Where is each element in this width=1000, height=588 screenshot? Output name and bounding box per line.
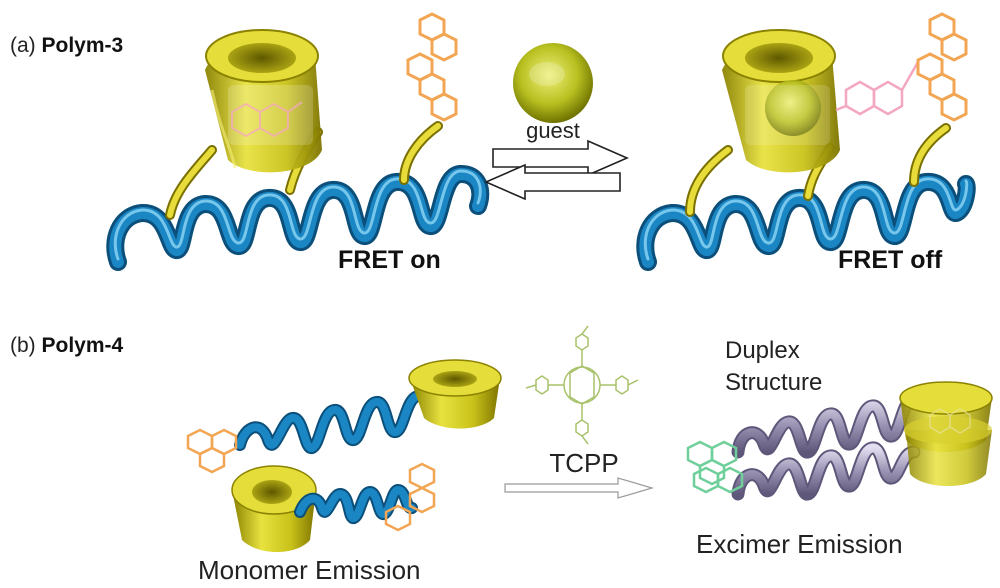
- monomer-emission-label: Monomer Emission: [198, 555, 421, 585]
- pyrene-right: [916, 12, 968, 122]
- tcpp-porphyrin-icon: [525, 325, 639, 445]
- panel-b-label: (b) Polym-4: [10, 334, 124, 357]
- pyrene-excimer-pair: [686, 440, 744, 494]
- bound-guest-sphere: [765, 80, 821, 136]
- duplex-label-line2: Structure: [725, 369, 822, 396]
- cyclodextrin-right: [722, 29, 840, 173]
- cyclodextrin-dimer: [899, 381, 993, 486]
- tcpp-label: TCPP: [549, 448, 618, 478]
- duplex-helix-upper: [731, 391, 921, 459]
- fret-off-label: FRET off: [838, 246, 943, 274]
- linker-chains-right: [685, 123, 951, 217]
- cyclodextrin-b-upper: [408, 359, 502, 429]
- cyclodextrin-left: [205, 29, 322, 173]
- excimer-emission-label: Excimer Emission: [696, 529, 903, 559]
- helix-polym-3-left: [106, 165, 490, 271]
- helix-polym-4-lower: [294, 483, 418, 524]
- guest-label: guest: [526, 118, 580, 143]
- helix-polym-4-upper: [234, 390, 442, 454]
- fret-on-label: FRET on: [338, 246, 441, 274]
- helix-polym-3-right: [636, 173, 976, 271]
- equilibrium-arrows: [483, 139, 630, 201]
- pyrene-b-lower: [384, 462, 436, 532]
- coumarin-dye-left: [231, 101, 303, 138]
- coumarin-dye-right: [835, 61, 920, 116]
- duplex-label-line1: Duplex: [725, 337, 800, 364]
- cyclodextrin-b-lower: [231, 465, 317, 552]
- pyrene-left: [406, 12, 458, 122]
- panel-a-label: (a) Polym-3: [10, 34, 123, 57]
- guest-sphere: [513, 43, 593, 123]
- reaction-arrow: [504, 477, 655, 499]
- duplex-helix-lower: [731, 441, 921, 501]
- pyrene-b-upper: [186, 428, 238, 474]
